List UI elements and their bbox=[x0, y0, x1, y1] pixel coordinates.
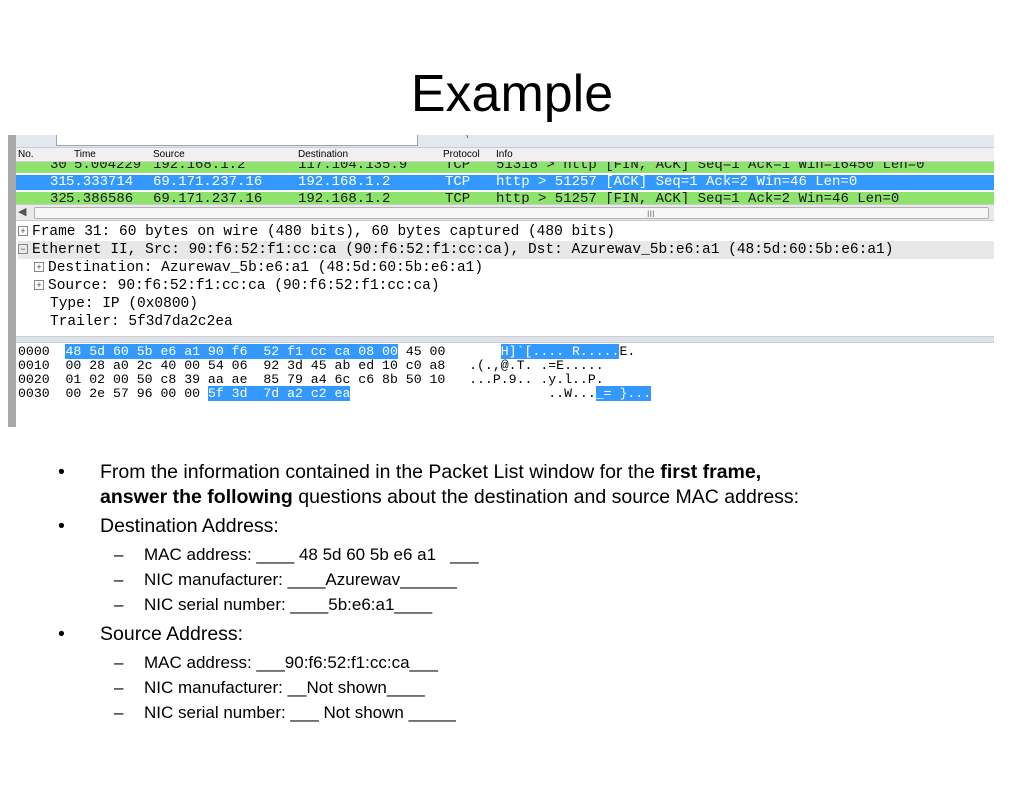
scroll-left-icon[interactable]: ◀ bbox=[18, 206, 27, 218]
scrollbar-thumb[interactable]: III bbox=[34, 207, 989, 219]
packet-no: 30 bbox=[50, 162, 67, 173]
bullet-mark: • bbox=[58, 515, 65, 537]
expand-icon[interactable]: + bbox=[18, 226, 28, 236]
packet-info: http > 51257 [FIN, ACK] Seq=1 Ack=2 Win=… bbox=[496, 191, 900, 205]
bullet-text: From the information contained in the Pa… bbox=[100, 461, 800, 508]
packet-row[interactable]: 30 5.004229 192.168.1.2 117.104.135.9 TC… bbox=[16, 162, 994, 173]
packet-protocol: TCP bbox=[445, 191, 471, 205]
sub-item-text: NIC serial number: ___ Not shown _____ bbox=[144, 703, 456, 722]
hex-row: 0010 00 28 a0 2c 40 00 54 06 92 3d 45 ab… bbox=[18, 359, 604, 373]
hex-offset: 0010 bbox=[18, 358, 50, 373]
packet-row[interactable]: 32 5.386586 69.171.237.16 192.168.1.2 TC… bbox=[16, 192, 994, 204]
dash-mark: – bbox=[114, 570, 124, 589]
sub-item: – NIC serial number: ___ Not shown _____ bbox=[114, 702, 456, 790]
column-header-source[interactable]: Source bbox=[153, 149, 185, 160]
column-header-protocol[interactable]: Protocol bbox=[443, 149, 480, 160]
detail-frame[interactable]: +Frame 31: 60 bytes on wire (480 bits), … bbox=[18, 223, 615, 241]
bullet-mark: • bbox=[58, 461, 65, 483]
expand-icon[interactable]: + bbox=[34, 262, 44, 272]
hex-bytes-highlighted[interactable]: 48 5d 60 5b e6 a1 90 f6 52 f1 cc ca 08 0… bbox=[65, 344, 398, 359]
packet-destination: 192.168.1.2 bbox=[298, 174, 391, 190]
packet-protocol: TCP bbox=[445, 174, 471, 190]
hex-ascii[interactable]: E. bbox=[619, 344, 636, 359]
packet-time: 5.004229 bbox=[74, 162, 142, 173]
sub-item: – NIC manufacturer: ____Azurewav______ bbox=[114, 569, 457, 657]
hex-row: 0030 00 2e 57 96 00 00 5f 3d 7d a2 c2 ea… bbox=[18, 386, 652, 401]
packet-no: 31 bbox=[50, 174, 67, 190]
dash-mark: – bbox=[114, 653, 124, 672]
hex-row: 0020 01 02 00 50 c8 39 aa ae 85 79 a4 6c… bbox=[18, 373, 604, 387]
wireshark-panes: ' \ ' No. Time Source Destination Protoc… bbox=[16, 135, 994, 427]
packet-destination: 192.168.1.2 bbox=[298, 191, 391, 205]
bullet-mark: • bbox=[58, 623, 65, 645]
bullet-text: Destination Address: bbox=[100, 515, 279, 537]
dash-mark: – bbox=[114, 703, 124, 722]
hex-bytes[interactable]: 00 28 a0 2c 40 00 54 06 92 3d 45 ab ed 1… bbox=[65, 358, 446, 373]
filter-input[interactable] bbox=[56, 135, 418, 146]
detail-source[interactable]: +Source: 90:f6:52:f1:cc:ca (90:f6:52:f1:… bbox=[34, 277, 440, 295]
hex-offset: 0030 bbox=[18, 386, 50, 401]
sub-item-text: NIC manufacturer: ____Azurewav______ bbox=[144, 570, 457, 589]
slide-title: Example bbox=[410, 65, 614, 123]
hex-bytes-highlighted[interactable]: 5f 3d 7d a2 c2 ea bbox=[207, 386, 351, 401]
hex-ascii-highlighted[interactable]: H]`[.... R..... bbox=[500, 344, 620, 359]
expand-icon[interactable]: + bbox=[34, 280, 44, 290]
hex-offset: 0020 bbox=[18, 372, 50, 387]
hex-bytes[interactable]: 01 02 00 50 c8 39 aa ae 85 79 a4 6c c6 8… bbox=[65, 372, 446, 387]
dash-mark: – bbox=[114, 545, 124, 564]
hex-bytes[interactable]: 00 2e 57 96 00 00 bbox=[65, 386, 208, 401]
collapse-icon[interactable]: − bbox=[18, 244, 28, 254]
column-header-time[interactable]: Time bbox=[74, 149, 96, 160]
packet-protocol: TCP bbox=[445, 162, 471, 173]
dash-mark: – bbox=[114, 678, 124, 697]
pane-divider[interactable] bbox=[16, 336, 994, 343]
column-header-no[interactable]: No. bbox=[18, 149, 34, 160]
detail-destination[interactable]: +Destination: Azurewav_5b:e6:a1 (48:5d:6… bbox=[34, 259, 483, 277]
hex-ascii-highlighted[interactable]: _= }... bbox=[595, 386, 652, 401]
hex-bytes[interactable]: 45 00 bbox=[397, 344, 446, 359]
packet-no: 32 bbox=[50, 191, 67, 205]
sub-item-text: MAC address: ____ 48 5d 60 5b e6 a1 ___ bbox=[144, 545, 479, 564]
filter-toolbar-fragment: ' \ ' bbox=[460, 135, 474, 141]
sub-item: – MAC address: ___90:f6:52:f1:cc:ca___ bbox=[114, 652, 438, 740]
dash-mark: – bbox=[114, 595, 124, 614]
packet-list-header: No. Time Source Destination Protocol Inf… bbox=[16, 148, 994, 162]
sub-item: – NIC manufacturer: __Not shown____ bbox=[114, 677, 425, 765]
window-left-border bbox=[8, 135, 16, 427]
hex-row: 0000 48 5d 60 5b e6 a1 90 f6 52 f1 cc ca… bbox=[18, 344, 636, 359]
sub-item: – NIC serial number: ____5b:e6:a1____ bbox=[114, 594, 432, 682]
horizontal-scrollbar[interactable]: ◀ III bbox=[16, 204, 994, 221]
packet-source: 69.171.237.16 bbox=[153, 191, 263, 205]
packet-bytes-pane: 0000 48 5d 60 5b e6 a1 90 f6 52 f1 cc ca… bbox=[16, 343, 994, 427]
packet-list: 30 5.004229 192.168.1.2 117.104.135.9 TC… bbox=[16, 162, 994, 204]
packet-source: 192.168.1.2 bbox=[153, 162, 246, 173]
packet-info: 51318 > http [FIN, ACK] Seq=1 Ack=1 Win=… bbox=[496, 162, 925, 173]
column-header-info[interactable]: Info bbox=[496, 149, 513, 160]
sub-item-text: MAC address: ___90:f6:52:f1:cc:ca___ bbox=[144, 653, 438, 672]
detail-ethernet[interactable]: −Ethernet II, Src: 90:f6:52:f1:cc:ca (90… bbox=[18, 241, 994, 259]
detail-trailer[interactable]: Trailer: 5f3d7da2c2ea bbox=[50, 314, 233, 330]
packet-destination: 117.104.135.9 bbox=[298, 162, 408, 173]
hex-ascii[interactable]: ...P.9.. .y.l..P. bbox=[469, 372, 604, 387]
sub-item: – MAC address: ____ 48 5d 60 5b e6 a1 __… bbox=[114, 544, 479, 632]
bullet-text: Source Address: bbox=[100, 623, 244, 645]
packet-details-pane: +Frame 31: 60 bytes on wire (480 bits), … bbox=[16, 223, 994, 331]
hex-ascii[interactable]: ..W... bbox=[548, 386, 596, 401]
packet-row-selected[interactable]: 31 5.333714 69.171.237.16 192.168.1.2 TC… bbox=[16, 175, 994, 190]
column-header-destination[interactable]: Destination bbox=[298, 149, 349, 160]
hex-ascii[interactable]: .(.,@.T. .=E..... bbox=[469, 358, 604, 373]
wireshark-capture: ' \ ' No. Time Source Destination Protoc… bbox=[8, 135, 994, 427]
packet-time: 5.333714 bbox=[66, 174, 134, 190]
packet-source: 69.171.237.16 bbox=[153, 174, 263, 190]
sub-item-text: NIC serial number: ____5b:e6:a1____ bbox=[144, 595, 433, 614]
packet-info: http > 51257 [ACK] Seq=1 Ack=2 Win=46 Le… bbox=[496, 174, 858, 190]
scrollbar-grip-icon: III bbox=[647, 209, 655, 219]
hex-offset: 0000 bbox=[18, 344, 50, 359]
packet-time: 5.386586 bbox=[66, 191, 134, 205]
sub-item-text: NIC manufacturer: __Not shown____ bbox=[144, 678, 425, 697]
filter-toolbar: ' \ ' bbox=[16, 135, 994, 148]
detail-type[interactable]: Type: IP (0x0800) bbox=[50, 296, 198, 312]
